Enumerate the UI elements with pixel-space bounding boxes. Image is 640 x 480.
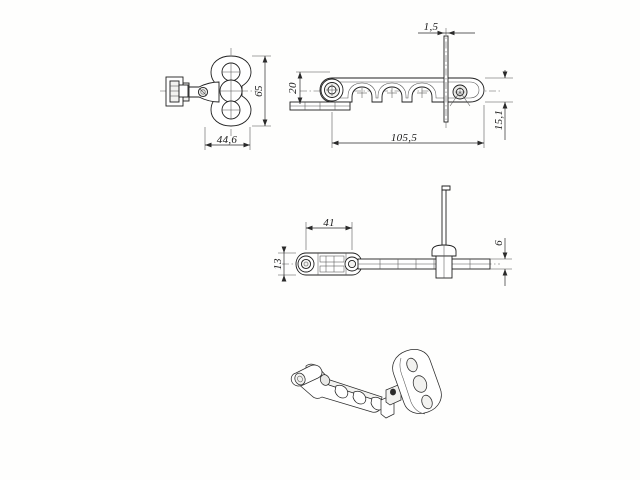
dim-13-text: 13 xyxy=(272,258,284,270)
dimension-105-5: 105,5 xyxy=(331,105,485,148)
dim-13-arrow-top xyxy=(281,246,287,253)
dim-41-arrow-left xyxy=(306,225,313,231)
iso-plate-edge-shading xyxy=(399,357,426,415)
dim-1055-arrow-right xyxy=(477,140,484,146)
side-left-pivot-mid xyxy=(300,258,312,270)
side-left-pivot-inner xyxy=(303,261,309,267)
dim-151-arrow-top xyxy=(502,71,508,78)
dim-20-text: 20 xyxy=(287,82,299,94)
iso-hinge-rivet xyxy=(390,388,396,396)
plan-view: 65 44,6 xyxy=(160,48,271,150)
dimension-65: 65 xyxy=(252,55,271,127)
dim-446-text: 44,6 xyxy=(217,134,238,146)
dim-446-arrow-right xyxy=(243,142,250,148)
side-right-pivot-inner xyxy=(347,259,357,269)
profile-right-pivot-bracket xyxy=(449,91,471,107)
dimension-1-5: 1,5 xyxy=(418,21,475,36)
dim-20-arrow-top xyxy=(297,72,303,79)
dim-65-arrow-top xyxy=(262,56,268,63)
dim-65-text: 65 xyxy=(253,85,265,97)
side-blade-tip xyxy=(441,185,451,191)
dimension-15-1: 15,1 xyxy=(485,70,513,140)
iso-plate-hole-1 xyxy=(406,357,418,373)
dimension-13: 13 xyxy=(272,246,296,282)
iso-plate-hole-3 xyxy=(421,394,433,410)
profile-scallop-marks xyxy=(357,88,427,98)
plate-pivot-rivet-inner xyxy=(200,89,206,95)
dim-1055-text: 105,5 xyxy=(391,132,417,144)
side-slider-block xyxy=(295,252,363,276)
iso-scallop-1 xyxy=(334,384,349,399)
dim-13-arrow-bottom xyxy=(281,275,287,282)
side-view: 41 13 6 xyxy=(272,185,512,286)
isometric-view xyxy=(290,349,442,419)
iso-plate-hole-2 xyxy=(412,375,428,393)
dim-6-text: 6 xyxy=(493,240,505,246)
dimension-41: 41 xyxy=(305,217,353,250)
iso-pivot-knuckle xyxy=(319,374,331,386)
dim-446-arrow-left xyxy=(205,142,212,148)
dim-151-text: 15,1 xyxy=(493,110,505,130)
dim-15-arrow-left xyxy=(437,30,444,36)
dim-41-arrow-right xyxy=(345,225,352,231)
dim-1055-arrow-left xyxy=(332,140,339,146)
iso-left-capsule-end xyxy=(294,372,306,386)
dimension-20: 20 xyxy=(287,72,303,104)
dim-65-arrow-bottom xyxy=(262,119,268,126)
iso-left-capsule-bore xyxy=(297,375,303,383)
iso-scallop-2 xyxy=(352,390,367,405)
plate-pivot-rivet-slot xyxy=(199,88,207,96)
profile-view: 20 1,5 15,1 xyxy=(287,21,513,148)
dimension-6: 6 xyxy=(490,238,512,286)
slider-body-inner xyxy=(169,80,180,103)
dim-6-arrow-bottom xyxy=(502,269,508,276)
dimension-44-6: 44,6 xyxy=(204,127,251,150)
slider-stub-shaft xyxy=(178,84,189,98)
dim-41-text: 41 xyxy=(323,217,335,229)
dim-15-text: 1,5 xyxy=(424,21,439,33)
dim-15-arrow-right xyxy=(448,30,455,36)
dim-151-arrow-bottom xyxy=(502,102,508,109)
side-block-hatch-upper xyxy=(319,255,345,263)
side-block-hatch-lower xyxy=(319,265,345,273)
side-vertical-blade xyxy=(441,189,447,254)
dim-20-arrow-bottom xyxy=(297,97,303,104)
dim-6-arrow-top xyxy=(502,252,508,259)
